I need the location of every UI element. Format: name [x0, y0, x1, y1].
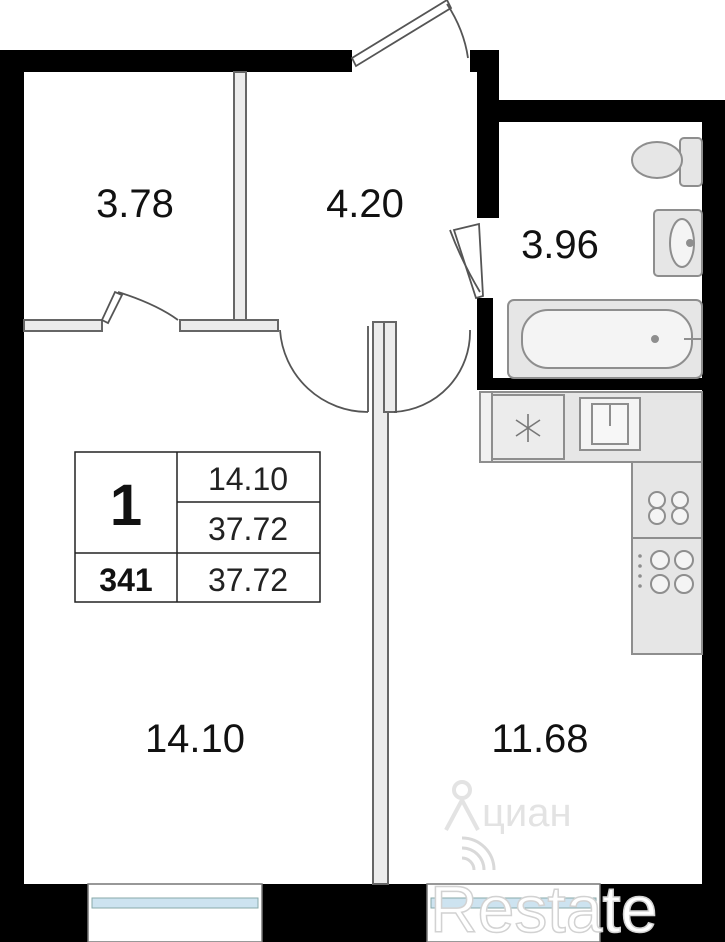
living-area-value: 14.10 — [208, 461, 288, 497]
total-area-value: 37.72 — [208, 511, 288, 547]
partition-storage-hall — [233, 71, 247, 327]
interior-partitions — [23, 71, 397, 885]
exterior-walls — [0, 50, 725, 942]
room-area-bathroom: 3.96 — [521, 223, 599, 267]
bottom-wall-right — [600, 884, 725, 942]
kitchen-sink-icon — [579, 397, 641, 451]
bottom-wall-middle — [262, 884, 427, 942]
top-wall-right — [477, 100, 725, 122]
bathroom-door — [449, 222, 484, 300]
room-area-hall: 4.20 — [326, 182, 404, 226]
apartment-area-value: 37.72 — [208, 562, 288, 598]
living-room-window — [87, 883, 263, 942]
restate-signal-icon — [461, 836, 496, 871]
restate-watermark: Restate — [429, 836, 658, 942]
cian-logo-icon — [444, 780, 480, 831]
bathroom-bottom-wall — [477, 378, 702, 390]
oven-icon — [632, 537, 702, 594]
bathtub-icon — [507, 299, 703, 379]
right-wall — [702, 100, 725, 942]
cooktop-icon — [648, 491, 689, 525]
sink-icon — [653, 209, 703, 277]
entry-door — [350, 0, 469, 68]
top-wall-left — [0, 50, 352, 72]
doors — [100, 0, 484, 413]
room-area-kitchen: 11.68 — [491, 717, 588, 761]
windows — [87, 883, 601, 942]
partition-living-kitchen — [372, 321, 389, 885]
info-table: 1 14.10 37.72 341 37.72 — [74, 451, 321, 603]
living-room-door — [279, 326, 369, 413]
kitchen-door — [393, 329, 471, 413]
partition-storage-bottom-right — [179, 319, 279, 332]
apartment-number: 341 — [99, 562, 152, 598]
bathroom-left-wall-top — [477, 50, 499, 218]
storage-door — [100, 290, 179, 325]
room-count: 1 — [110, 473, 142, 538]
cian-watermark: циан — [444, 780, 572, 835]
partition-kitchen-stub — [383, 321, 397, 413]
partition-storage-bottom-left — [23, 319, 103, 332]
room-area-living-room: 14.10 — [145, 717, 245, 761]
bottom-wall-left — [0, 884, 88, 942]
toilet-icon — [631, 137, 703, 187]
kitchen-window — [426, 883, 601, 942]
kitchen-fixtures — [479, 391, 703, 655]
bathroom-left-wall-bottom — [477, 298, 493, 388]
bathroom-fixtures — [507, 137, 703, 379]
restate-watermark-text: Restate — [430, 872, 657, 942]
left-wall — [0, 50, 24, 942]
counter-edge-strip — [479, 391, 493, 463]
cian-watermark-text: циан — [482, 791, 572, 835]
fridge-icon — [491, 394, 565, 460]
room-area-storage: 3.78 — [96, 182, 174, 226]
